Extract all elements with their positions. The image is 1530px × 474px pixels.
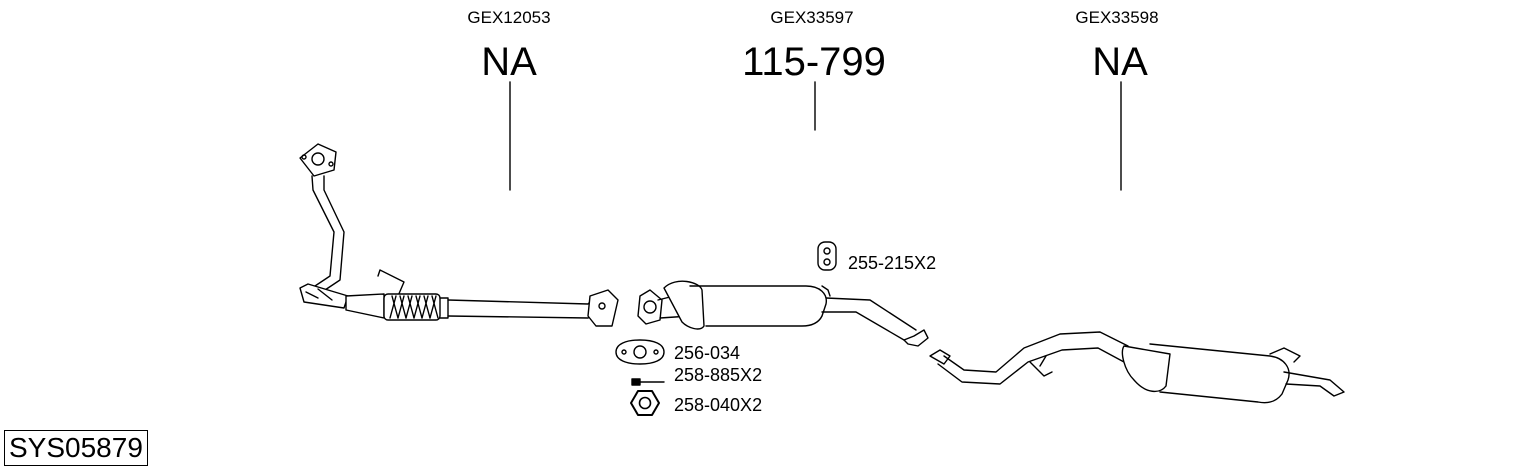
rubber-hanger-icon bbox=[817, 241, 837, 271]
part-label-bolt: 258-885X2 bbox=[674, 365, 763, 385]
bolt-icon bbox=[631, 378, 665, 386]
nut-icon bbox=[630, 390, 660, 416]
system-id-label: SYS05879 bbox=[4, 430, 148, 466]
gasket-icon bbox=[615, 339, 665, 365]
part-code-2: GEX33597 bbox=[770, 8, 854, 27]
part-label-nut: 258-040X2 bbox=[674, 395, 763, 415]
part-number-3: NA bbox=[1092, 40, 1148, 84]
rear-silencer bbox=[929, 331, 1345, 404]
part-label-hanger: 255-215X2 bbox=[848, 253, 937, 273]
part-number-1: NA bbox=[481, 40, 537, 84]
part-number-2: 115-799 bbox=[742, 40, 886, 84]
part-code-1: GEX12053 bbox=[467, 8, 551, 27]
center-silencer bbox=[637, 280, 929, 347]
part-label-gasket: 256-034 bbox=[674, 343, 741, 363]
front-pipe bbox=[299, 143, 619, 327]
part-code-3: GEX33598 bbox=[1075, 8, 1159, 27]
